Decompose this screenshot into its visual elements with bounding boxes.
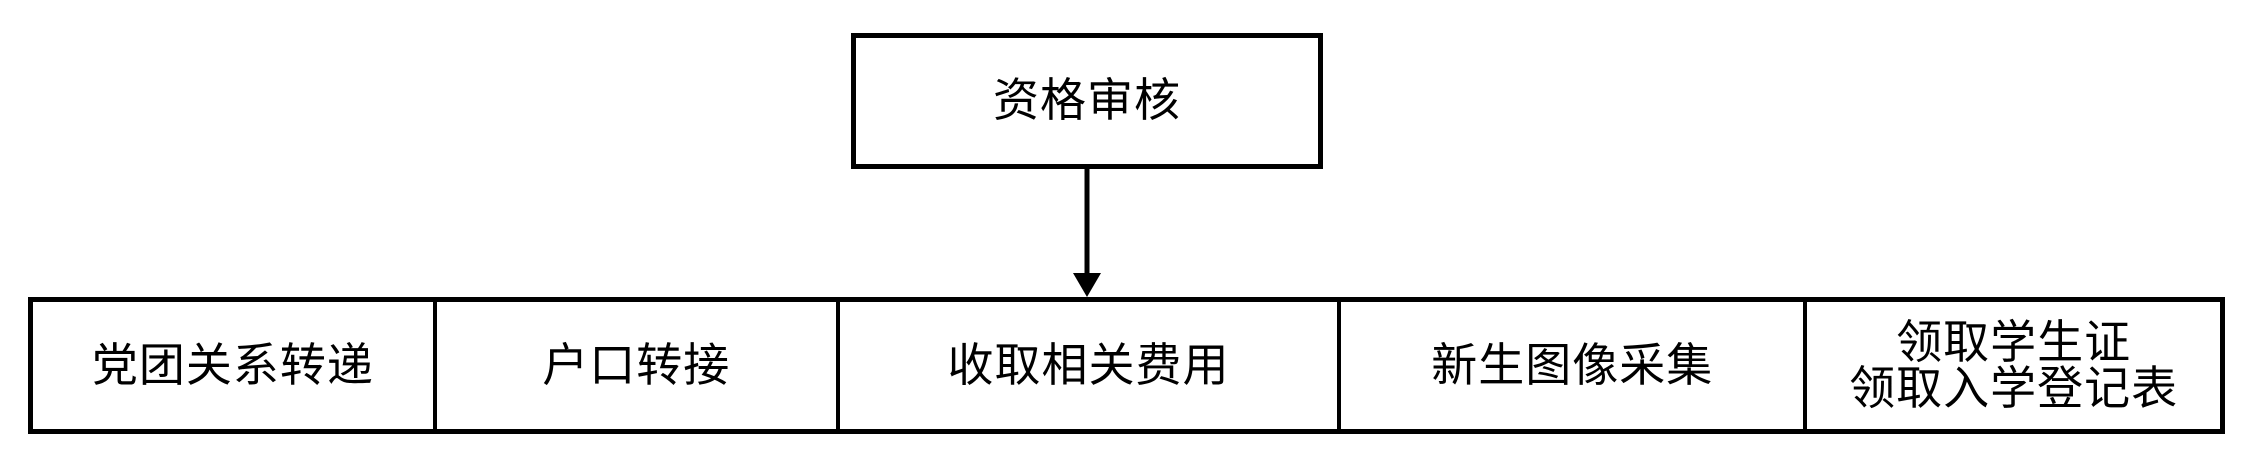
process-cell-label: 党团关系转递 [91,339,374,391]
process-cell-label: 收取相关费用 [947,339,1230,391]
process-cell-label-line-1: 领取学生证 [1896,316,2132,368]
process-cell-freshman-photo-capture[interactable]: 新生图像采集 [1341,302,1808,429]
process-cell-party-league-transfer[interactable]: 党团关系转递 [33,302,437,429]
process-cell-label: 户口转接 [542,339,731,391]
process-cell-receive-student-id-and-forms[interactable]: 领取学生证 领取入学登记表 [1807,302,2220,429]
process-box-label: 资格审核 [993,74,1181,126]
process-cell-label-group: 领取学生证 领取入学登记表 [1849,316,2179,414]
process-box-qualification-review[interactable]: 资格审核 [851,33,1323,169]
process-cell-collect-related-fees[interactable]: 收取相关费用 [839,302,1342,429]
process-cell-household-registration-transfer[interactable]: 户口转接 [436,302,840,429]
process-row: 党团关系转递 户口转接 收取相关费用 新生图像采集 领取学生证 领取入学登记表 [28,297,2225,434]
arrow-down-icon [1073,169,1101,297]
process-cell-label-line-2: 领取入学登记表 [1849,362,2179,414]
process-cell-label: 新生图像采集 [1431,339,1714,391]
